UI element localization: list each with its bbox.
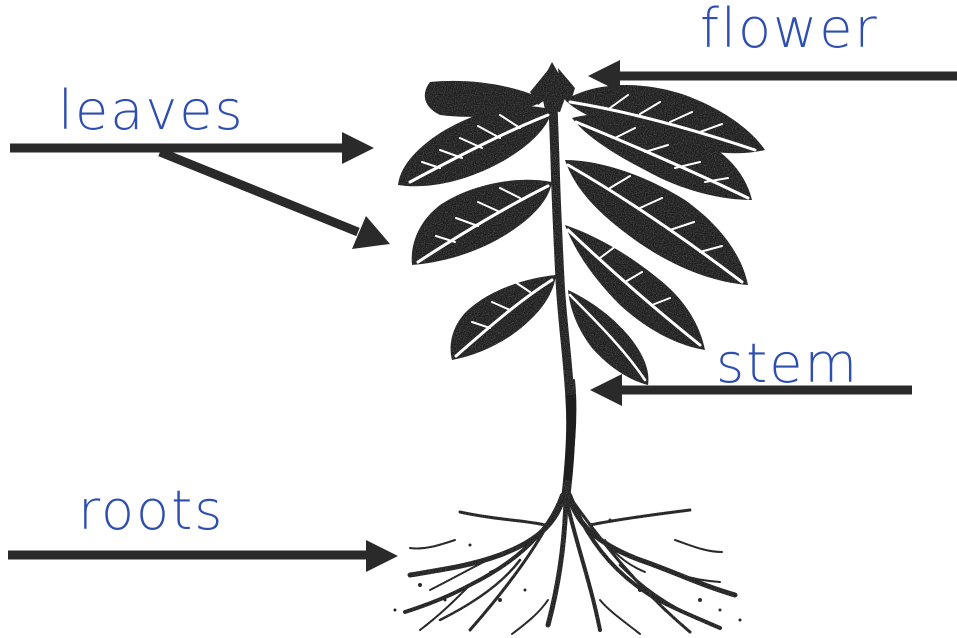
sketch-texture	[390, 55, 770, 638]
roots-arrow	[8, 540, 398, 572]
leaves-arrow-diagonal	[160, 152, 390, 249]
flower-label: flower	[700, 2, 879, 56]
roots-label: roots	[78, 484, 224, 538]
plant-illustration	[390, 55, 770, 638]
leaves-label: leaves	[58, 84, 245, 138]
stem-label: stem	[716, 337, 859, 391]
